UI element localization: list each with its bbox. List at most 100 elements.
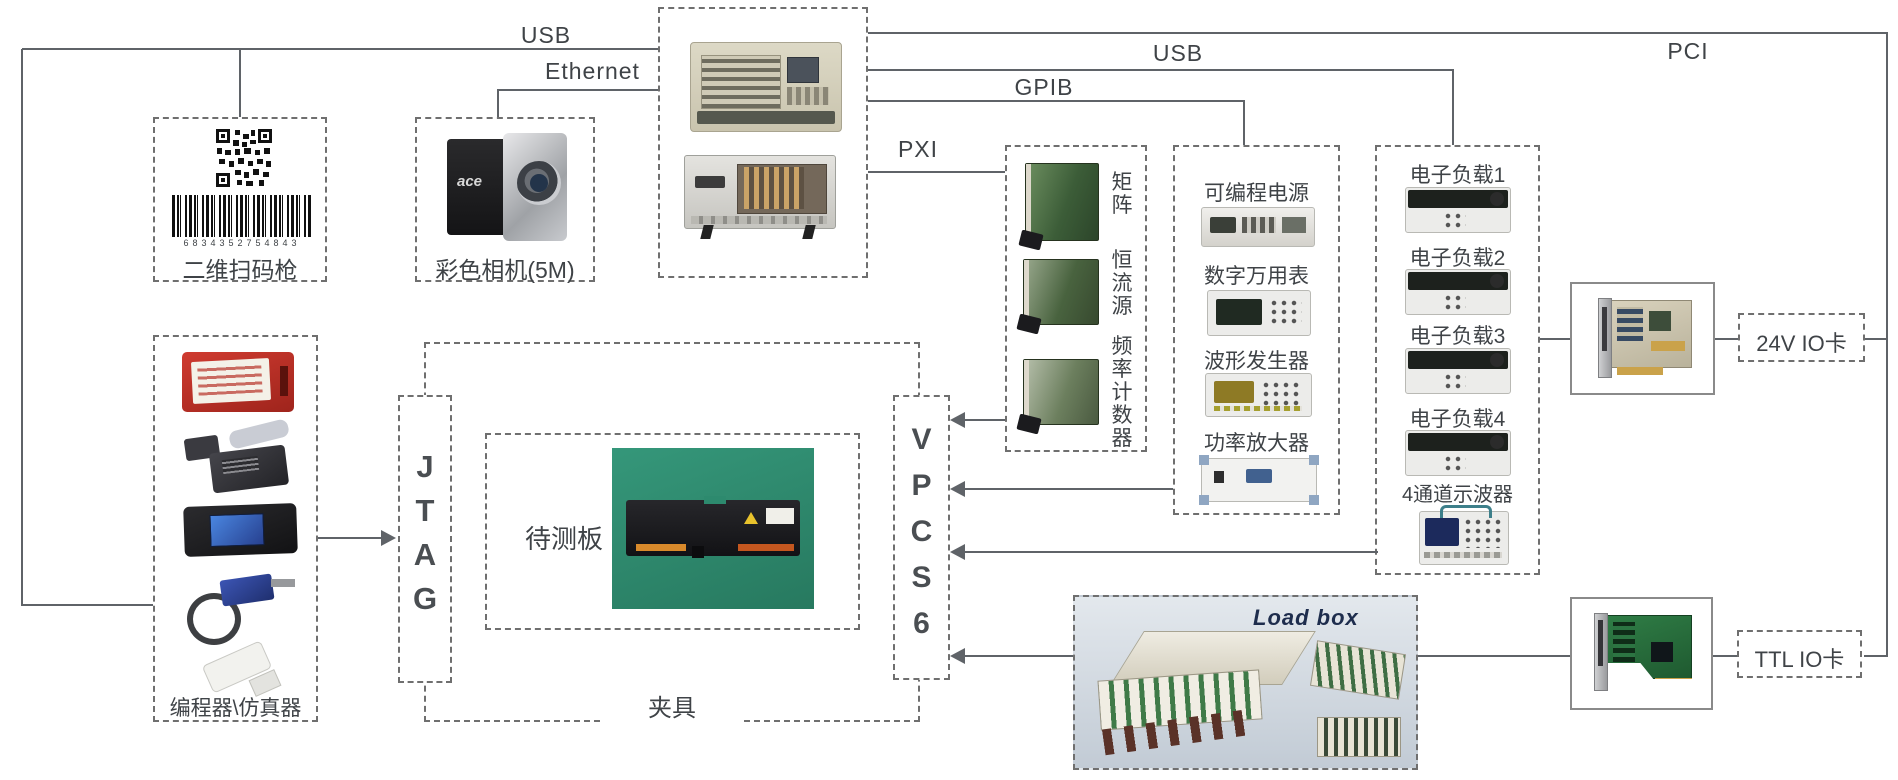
camera-box: ace 彩色相机(5M) — [415, 117, 595, 283]
power-supply-panel — [1282, 217, 1306, 233]
pci2-bracket — [1594, 613, 1608, 691]
pci1-board — [1610, 300, 1692, 375]
dut-label: 待测板 — [525, 524, 604, 554]
waveform-gen-buttons — [1262, 381, 1302, 407]
multimeter-label: 数字万用表 — [1204, 265, 1309, 288]
small-chassis-2-body — [1317, 717, 1401, 757]
power-amp-corner-tr — [1309, 455, 1319, 465]
load4-buttons — [1444, 455, 1466, 473]
barcode-digits: 6834352754843 — [183, 238, 301, 248]
controller-box — [658, 7, 868, 278]
pci1-bracket — [1598, 298, 1612, 378]
arrowhead-jtag — [381, 530, 396, 546]
programmer-white-image — [199, 640, 293, 698]
load-box-small-chassis-1 — [1309, 640, 1407, 701]
load3-image — [1405, 348, 1511, 394]
pci2-connector — [1598, 620, 1603, 666]
pci-card-ttl-image — [1594, 613, 1694, 697]
load4-label: 电子负载4 — [1409, 408, 1506, 431]
dut-box: 待测板 — [485, 433, 860, 630]
programmer-red-text-lines — [197, 364, 263, 396]
pxi-chassis-handle — [695, 176, 725, 188]
fixture-label: 夹具 — [602, 688, 742, 723]
dongle-tip — [271, 579, 295, 587]
programmer-red-label-area — [190, 357, 272, 405]
arrowhead-amp — [950, 481, 965, 497]
load1-buttons — [1444, 212, 1466, 230]
arrowhead-loadbox — [950, 648, 965, 664]
camera-label: 彩色相机(5M) — [435, 257, 575, 283]
left-vertical-wire — [21, 49, 153, 606]
pxi-chassis-slot-area — [737, 164, 827, 214]
load1-image — [1405, 187, 1511, 233]
programmer-device-screen — [209, 513, 265, 548]
matrix-card-image — [1025, 163, 1099, 241]
barcode-scanner-box: 6834352754843 二维扫码枪 — [153, 117, 327, 283]
electronic-loads-box: 电子负载1 电子负载2 电子负载3 电子负载4 4通道示波器 — [1375, 145, 1540, 575]
camera-lens-glass — [530, 174, 548, 192]
ipc-bottom-strip — [697, 111, 835, 124]
scope-label: 4通道示波器 — [1401, 484, 1514, 506]
load4-image — [1405, 430, 1511, 476]
power-supply-display — [1210, 217, 1236, 233]
gpib-label: GPIB — [1014, 74, 1074, 100]
pci2-headers — [1613, 622, 1635, 662]
jtag-box: J T A G — [398, 395, 452, 683]
dut-port — [692, 546, 704, 558]
waveform-gen-display — [1214, 381, 1254, 403]
multimeter-buttons — [1270, 299, 1302, 327]
scope-connectors — [1424, 552, 1502, 558]
pci2-edge-fingers — [1655, 678, 1692, 679]
pci-card-24v-image — [1596, 298, 1692, 378]
pxi-chassis-foot-right — [802, 225, 816, 239]
camera-image: ace — [445, 131, 571, 246]
load3-label: 电子负载3 — [1409, 325, 1506, 348]
pxi-chassis-image — [684, 149, 840, 239]
freq-counter-label: 频 率 计 数 器 — [1111, 335, 1133, 450]
programmer-device-image — [183, 503, 298, 557]
load-box: Load box — [1073, 595, 1418, 770]
scope-handle — [1440, 505, 1492, 518]
pci1-edge-fingers — [1617, 367, 1663, 375]
pci1-chip — [1649, 311, 1671, 331]
io-card-24v-box: 24V IO卡 — [1738, 313, 1865, 362]
programmers-box: 编程器\仿真器 — [153, 335, 318, 722]
scope-buttons — [1464, 518, 1502, 548]
programmer-red-slot — [280, 366, 288, 396]
scope-image — [1419, 505, 1509, 565]
power-supply-slots — [1242, 217, 1276, 233]
multimeter-display — [1216, 299, 1262, 325]
load4-knob — [1490, 435, 1504, 449]
vpcs6-label: V P C S 6 — [910, 423, 933, 640]
camera-front-face — [503, 133, 567, 241]
camera-lens — [517, 161, 561, 205]
pci1-components-blue — [1617, 307, 1643, 341]
qr-code-image — [215, 128, 273, 188]
current-source-label: 恒 流 源 — [1111, 249, 1133, 318]
vpcs6-box: V P C S 6 — [893, 395, 950, 680]
pxi-chassis-lower — [691, 216, 827, 224]
load3-knob — [1490, 353, 1504, 367]
dut-pcb-notch — [704, 496, 726, 504]
adapter-label — [221, 455, 260, 475]
pci-label: PCI — [1667, 38, 1709, 64]
load1-label: 电子负载1 — [1409, 164, 1506, 187]
pci2-chip — [1651, 642, 1673, 662]
arrowhead-matrix — [950, 412, 965, 428]
load3-buttons — [1444, 373, 1466, 391]
waveform-gen-keys — [1214, 406, 1302, 411]
multimeter-image — [1207, 290, 1311, 336]
load2-knob — [1490, 274, 1504, 288]
programmer-red-image — [182, 352, 294, 412]
gpib-instruments-box: 可编程电源 数字万用表 波形发生器 功率放大器 — [1173, 145, 1340, 515]
programmer-adapter-image — [183, 418, 297, 494]
load-box-title: Load box — [1253, 605, 1359, 630]
io-card-24v-label: 24V IO卡 — [1756, 331, 1847, 356]
load1-knob — [1490, 192, 1504, 206]
matrix-label: 矩 阵 — [1111, 171, 1133, 217]
dut-board-image — [612, 448, 814, 609]
programmer-dongle-image — [187, 573, 297, 645]
usb-right-wire — [868, 69, 1454, 145]
dut-connector-right — [738, 544, 794, 551]
